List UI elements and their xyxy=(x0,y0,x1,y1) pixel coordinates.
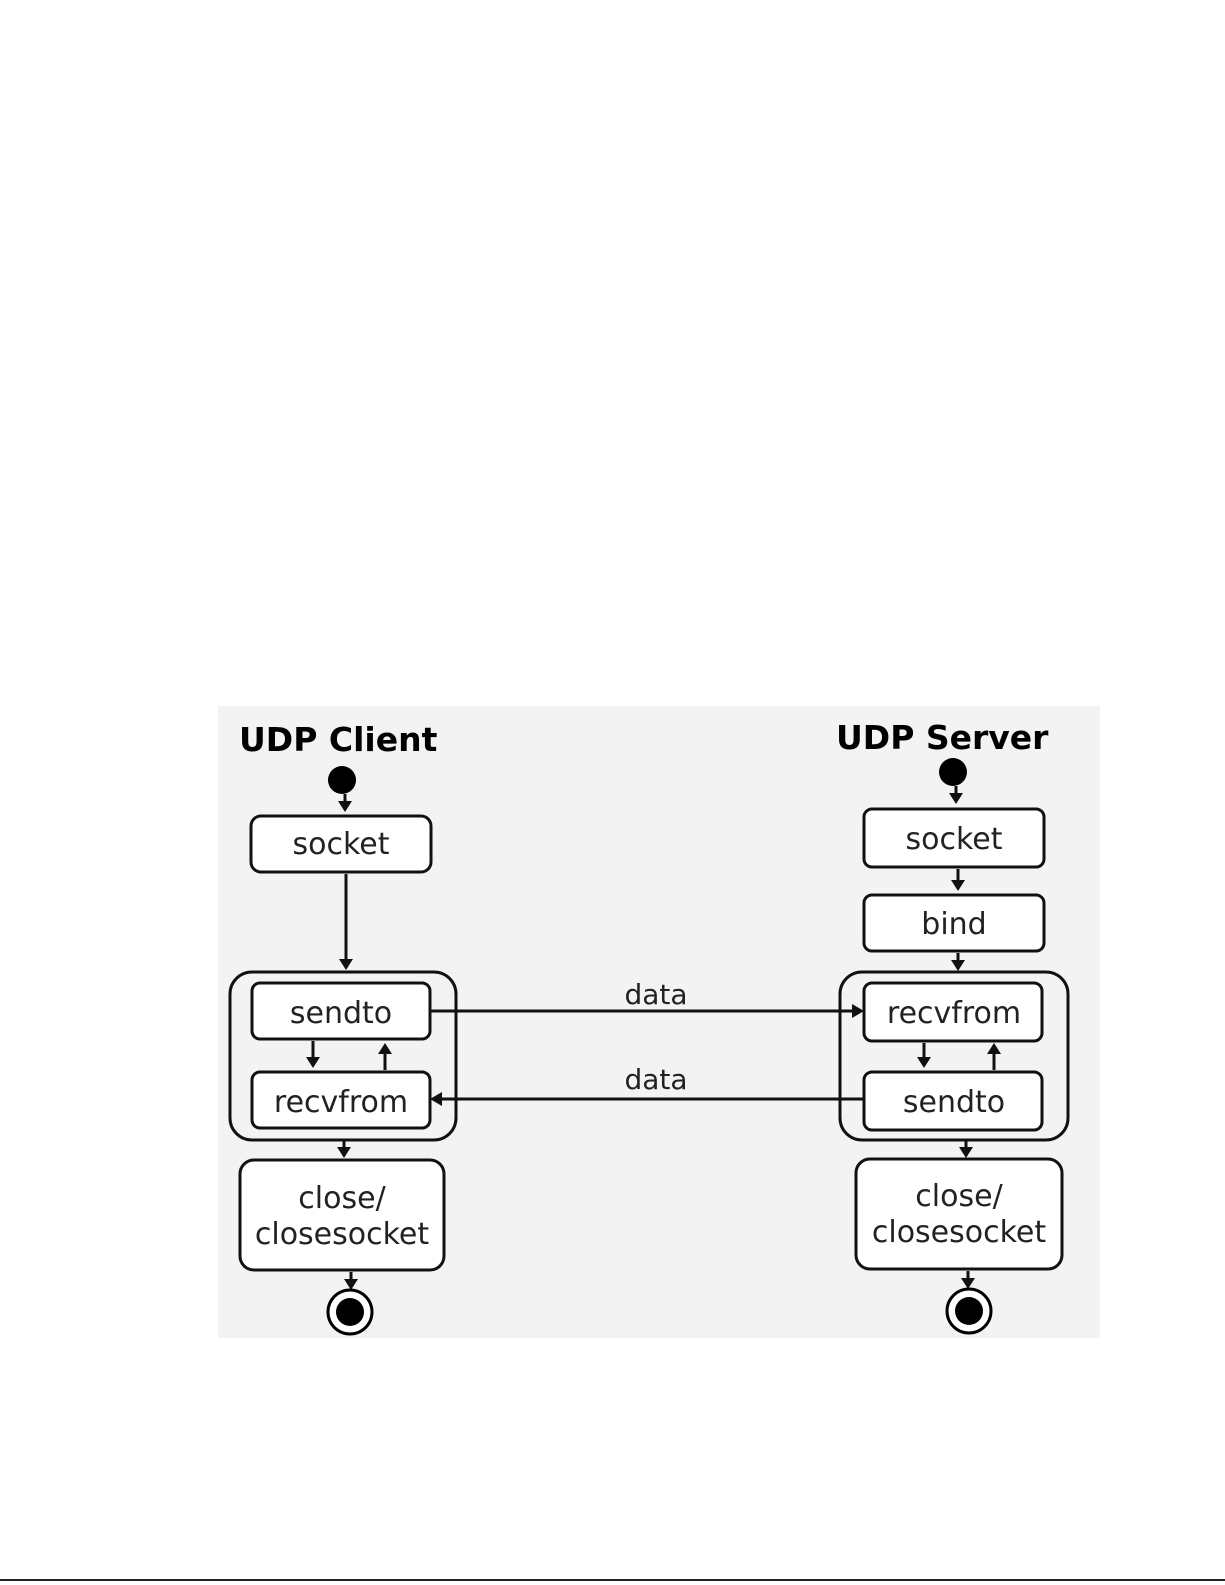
server-close-line2: closesocket xyxy=(872,1215,1047,1250)
server-sendto-up-arrowhead xyxy=(987,1043,1001,1054)
client-to-server-arrowhead xyxy=(852,1004,864,1018)
client-close-arrowhead xyxy=(344,1279,358,1290)
server-to-client-arrowhead xyxy=(430,1092,442,1106)
udp-flow-diagram: UDP Client socket sendto recvfrom close/… xyxy=(218,706,1100,1338)
server-close-arrowhead xyxy=(961,1278,975,1289)
server-recvfrom-label: recvfrom xyxy=(887,996,1021,1031)
client-socket-label: socket xyxy=(292,827,389,862)
server-sendto-label: sendto xyxy=(903,1085,1005,1120)
client-sendto-down-arrowhead xyxy=(306,1057,320,1068)
client-start-arrowhead xyxy=(338,801,352,812)
server-title: UDP Server xyxy=(836,718,1049,757)
client-recvfrom-label: recvfrom xyxy=(274,1085,408,1120)
server-close-box xyxy=(856,1159,1062,1269)
client-loop-arrowhead xyxy=(337,1147,351,1158)
page-bottom-rule xyxy=(0,1579,1225,1581)
server-loop-arrowhead xyxy=(959,1147,973,1158)
server-close-line1: close/ xyxy=(915,1179,1003,1214)
server-to-client-data-label: data xyxy=(624,1063,687,1096)
client-recv-up-arrowhead xyxy=(378,1043,392,1054)
server-start-node xyxy=(939,758,967,786)
client-close-line1: close/ xyxy=(298,1181,386,1216)
server-socket-label: socket xyxy=(905,822,1002,857)
client-title: UDP Client xyxy=(239,720,438,759)
diagram-panel: UDP Client socket sendto recvfrom close/… xyxy=(218,706,1100,1338)
server-end-node xyxy=(955,1297,983,1325)
client-socket-arrowhead xyxy=(339,959,353,970)
client-start-node xyxy=(328,766,356,794)
server-start-arrowhead xyxy=(949,793,963,804)
client-to-server-data-label: data xyxy=(624,978,687,1011)
server-recv-down-arrowhead xyxy=(917,1057,931,1068)
client-close-line2: closesocket xyxy=(255,1217,430,1252)
client-end-node xyxy=(336,1298,364,1326)
server-socket-arrowhead xyxy=(951,880,965,891)
server-bind-arrowhead xyxy=(951,960,965,971)
server-bind-label: bind xyxy=(921,907,986,942)
client-sendto-label: sendto xyxy=(290,996,392,1031)
